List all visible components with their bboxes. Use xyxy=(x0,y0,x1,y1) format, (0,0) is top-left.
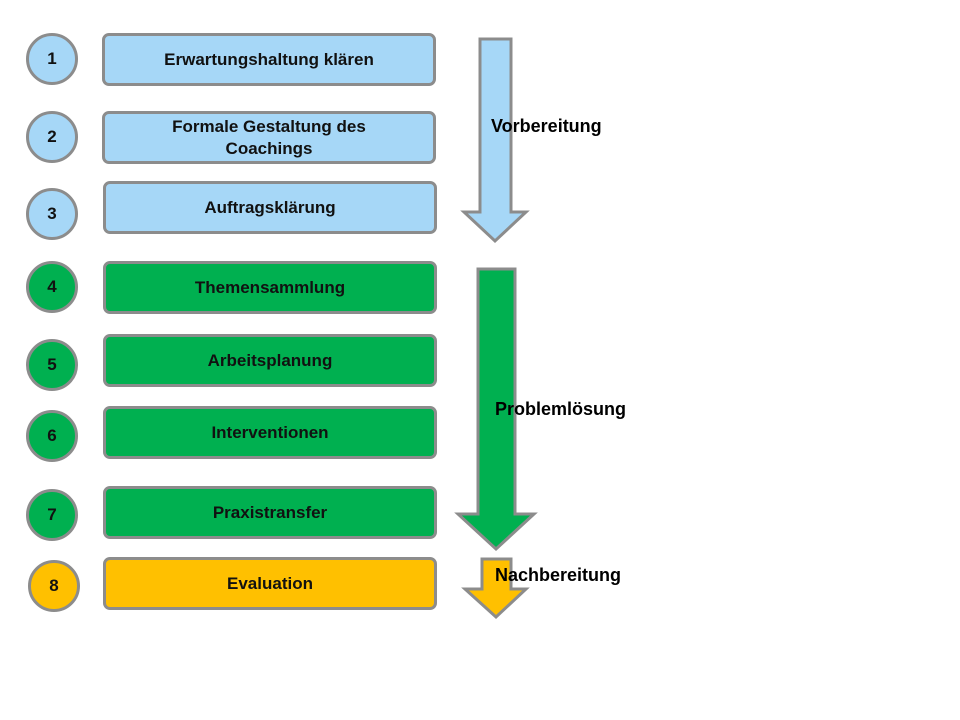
step-number-badge: 8 xyxy=(28,560,80,612)
step-number-badge: 2 xyxy=(26,111,78,163)
follow-up-arrow xyxy=(461,557,530,620)
step-number-badge: 6 xyxy=(26,410,78,462)
phase-label-nachbereitung: Nachbereitung xyxy=(495,565,622,585)
step-box-erwartungshaltung: Erwartungshaltung klären xyxy=(102,33,436,86)
step-number-badge: 3 xyxy=(26,188,78,240)
step-number-badge: 1 xyxy=(26,33,78,85)
step-box-formale-gestaltung: Formale Gestaltung des Coachings xyxy=(102,111,436,164)
step-box-auftragsklaerung: Auftragsklärung xyxy=(103,181,437,234)
step-box-interventionen: Interventionen xyxy=(103,406,437,459)
problem-solving-arrow xyxy=(454,267,538,552)
step-number-badge: 5 xyxy=(26,339,78,391)
phase-label-problemloesung: Problemlösung xyxy=(495,399,627,419)
step-number-badge: 7 xyxy=(26,489,78,541)
step-box-arbeitsplanung: Arbeitsplanung xyxy=(103,334,437,387)
phase-label-vorbereitung: Vorbereitung xyxy=(491,116,602,136)
step-box-themensammlung: Themensammlung xyxy=(103,261,437,314)
step-box-evaluation: Evaluation xyxy=(103,557,437,610)
preparation-arrow xyxy=(460,37,530,244)
step-number-badge: 4 xyxy=(26,261,78,313)
step-box-praxistransfer: Praxistransfer xyxy=(103,486,437,539)
